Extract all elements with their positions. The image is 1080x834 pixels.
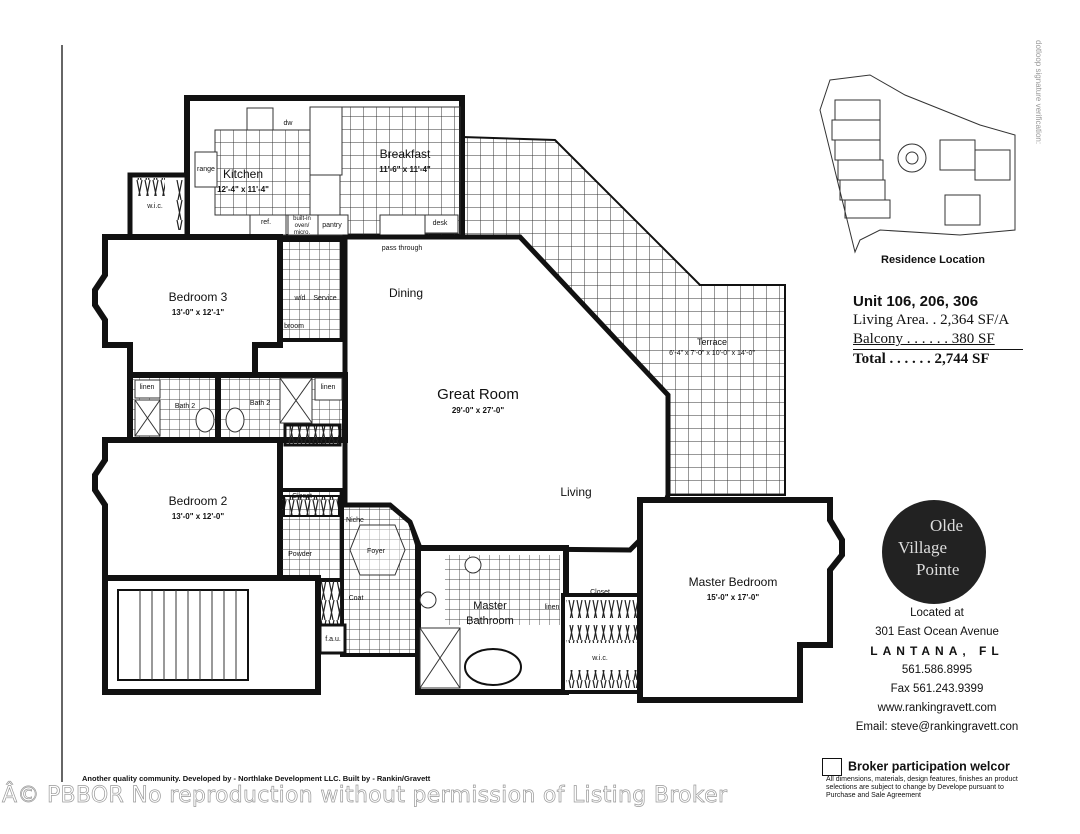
developer-footer: Another quality community. Developed by … <box>82 774 431 783</box>
unit-title: Unit 106, 206, 306 <box>853 293 979 310</box>
room-dims: 29'-0" x 27'-0" <box>451 406 505 415</box>
equal-housing-icon <box>822 758 842 776</box>
label-linen: linen <box>139 384 155 391</box>
label-foyer: Foyer <box>367 548 385 555</box>
label-closet: Closet <box>590 589 610 596</box>
total-area: Total . . . . . . 2,744 SF <box>853 351 990 367</box>
olde-village-pointe-logo: Olde Village Pointe <box>882 500 986 604</box>
label-broom: broom <box>284 323 304 330</box>
broker-text: Broker participation welcor <box>848 759 1010 774</box>
room-dims: 15'-0" x 17'-0" <box>706 593 760 602</box>
label-fau: f.a.u. <box>325 636 341 643</box>
bedroom-3-area <box>92 234 283 378</box>
residence-location-map <box>819 74 1016 254</box>
room-dims: 12'-4" x 11'-4" <box>217 185 269 194</box>
website: www.rankingravett.com <box>877 702 997 714</box>
room-name: Great Room <box>437 386 519 403</box>
logo-text: Village <box>898 538 948 557</box>
label-linen: linen <box>544 604 560 611</box>
label-wic: w.i.c. <box>592 655 608 662</box>
label-wd: w/d <box>294 295 306 302</box>
label-desk: desk <box>432 220 448 227</box>
label-dining: Dining <box>388 286 424 300</box>
label-pass-through: pass through <box>381 245 423 252</box>
watermark: Â© PBBOR No reproduction without permiss… <box>2 783 728 809</box>
room-dims: 6'-4" x 7'-0" x 10'-0" x 14'-0" <box>669 350 755 357</box>
room-dims: 11'-6" x 11'-4" <box>379 165 431 174</box>
label-living: Living <box>560 485 592 499</box>
room-name: Bedroom 3 <box>168 290 228 304</box>
room-bedroom-2: Bedroom 2 13'-0" x 12'-0" <box>169 492 228 521</box>
room-name: Terrace <box>696 337 727 347</box>
broker-note: Broker participation welcor <box>822 758 1010 776</box>
room-name: Bedroom 2 <box>168 494 228 508</box>
room-dims: 13'-0" x 12'-1" <box>171 308 225 317</box>
phone: 561.586.8995 <box>901 664 973 676</box>
logo-text: Pointe <box>916 560 960 579</box>
room-name: Kitchen <box>222 167 264 181</box>
label-closet: Closet <box>305 441 325 448</box>
label-pantry: pantry <box>322 222 342 229</box>
label-linen: linen <box>320 384 336 391</box>
room-breakfast: Breakfast 11'-6" x 11'-4" <box>379 145 430 174</box>
label-dw: dw <box>283 120 293 127</box>
room-master-bathroom: Master Bathroom <box>460 598 520 628</box>
room-name: Master Bedroom <box>688 575 778 589</box>
label-ref: ref. <box>260 219 272 226</box>
city: LANTANA, FL <box>870 644 1004 658</box>
label-wic: w.i.c. <box>147 203 163 210</box>
label-service: Service <box>313 295 337 302</box>
located-at: Located at <box>910 607 964 619</box>
room-name: Breakfast <box>379 147 431 161</box>
fax: Fax 561.243.9399 <box>890 683 984 695</box>
unit-info: Unit 106, 206, 306 Living Area. . 2,364 … <box>853 292 1023 369</box>
living-area: Living Area. . 2,364 SF/A <box>853 312 1010 328</box>
room-dims: 13'-0" x 12'-0" <box>171 512 225 521</box>
label-closet: Closet <box>292 493 312 500</box>
master-bedroom-area <box>637 497 845 703</box>
contact-info: Located at 301 East Ocean Avenue LANTANA… <box>842 604 1032 737</box>
label-niche: Niche <box>346 517 364 524</box>
room-name: Master Bathroom <box>466 600 514 627</box>
label-coat: Coat <box>348 595 364 602</box>
room-great-room: Great Room 29'-0" x 27'-0" <box>437 386 519 415</box>
label-bath-2b: Bath 2 <box>249 400 271 407</box>
label-range: range <box>197 166 215 173</box>
room-terrace: Terrace 6'-4" x 7'-0" x 10'-0" x 14'-0" <box>669 332 755 357</box>
label-powder: Powder <box>288 551 312 558</box>
dotloop-verification: dotloop signature verification: <box>1034 40 1043 145</box>
disclaimer: All dimensions, materials, design featur… <box>826 776 1018 799</box>
room-bedroom-3: Bedroom 3 13'-0" x 12'-1" <box>169 288 228 317</box>
room-kitchen: Kitchen 12'-4" x 11'-4" <box>217 165 269 194</box>
bedroom-2-area <box>92 437 283 581</box>
residence-location-label: Residence Location <box>881 254 985 266</box>
room-master-bedroom: Master Bedroom 15'-0" x 17'-0" <box>688 573 778 602</box>
label-bath-2a: Bath 2 <box>174 403 196 410</box>
address: 301 East Ocean Avenue <box>875 626 999 638</box>
logo-text: Olde <box>930 516 964 535</box>
label-builtin-oven: built-in oven/ micro. <box>293 216 311 236</box>
balcony-area: Balcony . . . . . . 380 SF <box>853 330 1023 350</box>
email: Email: steve@rankingravett.con <box>855 721 1019 733</box>
